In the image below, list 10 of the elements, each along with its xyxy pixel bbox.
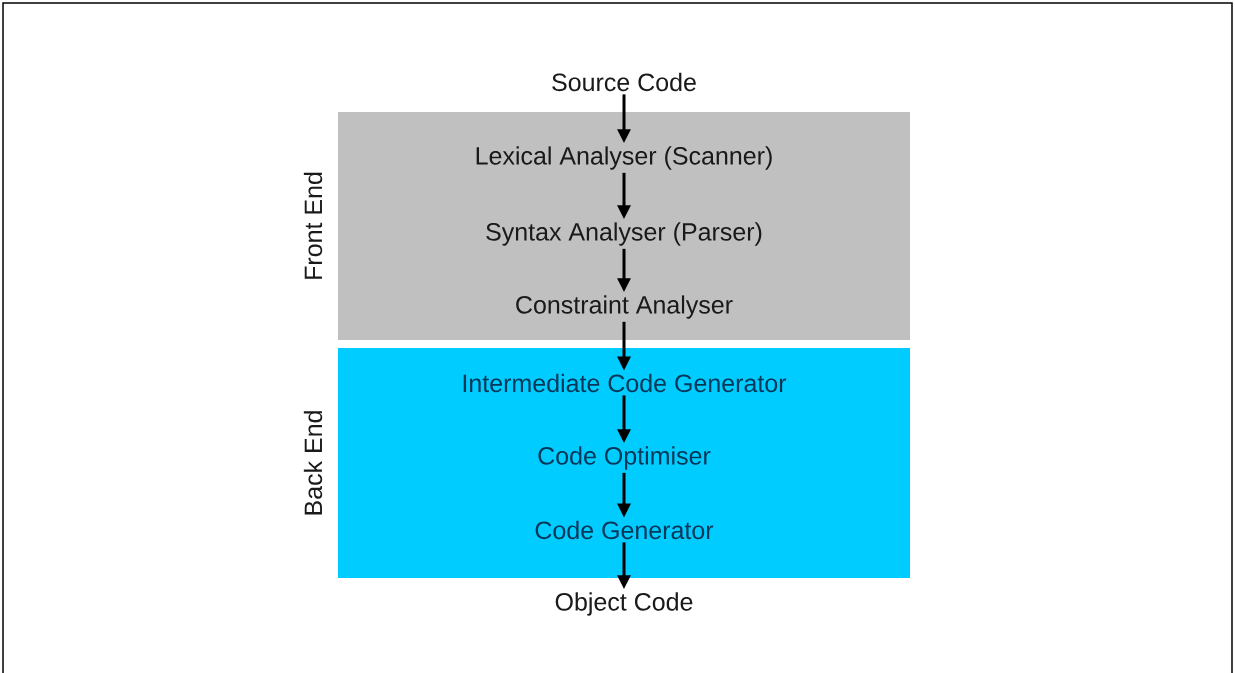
band-label: Front End xyxy=(303,172,323,279)
stage-label: Intermediate Code Generator xyxy=(463,373,787,393)
stage-label: Syntax Analyser (Parser) xyxy=(486,222,762,246)
stage-label: Lexical Analyser (Scanner) xyxy=(476,146,772,170)
stage-label: Code Optimiser xyxy=(538,446,711,470)
stage-label: Source Code xyxy=(552,72,696,92)
stage-label: Constraint Analyser xyxy=(516,295,733,319)
stage-label: Code Generator xyxy=(535,520,714,540)
stage-label: Object Code xyxy=(555,592,693,616)
band-label: Back End xyxy=(303,411,323,515)
